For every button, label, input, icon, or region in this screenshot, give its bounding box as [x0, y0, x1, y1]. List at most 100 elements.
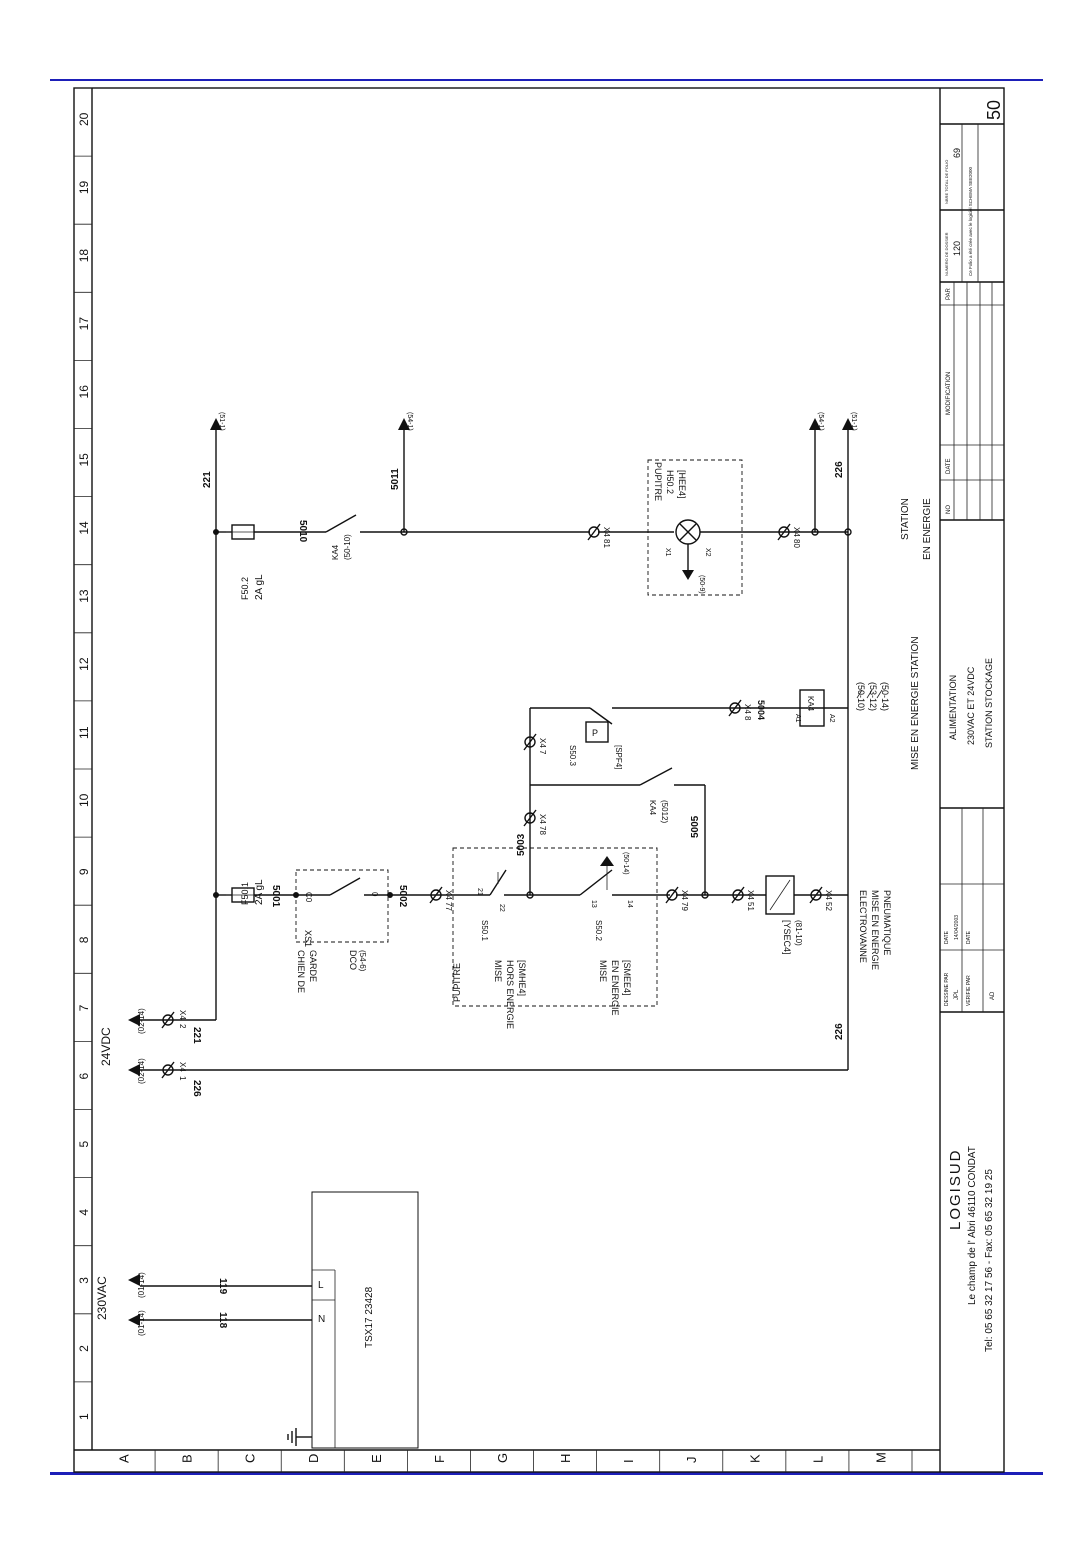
- terminal-x4-78: [523, 809, 537, 827]
- label-5001: 5001: [270, 885, 281, 908]
- terminal-x4-80: [777, 523, 791, 541]
- term-52: 52: [824, 902, 833, 911]
- tb-dessine: DESSINE PAR: [944, 972, 950, 1006]
- arrow-dc-221: [128, 1014, 140, 1026]
- col-number: 4: [77, 1209, 91, 1216]
- arrow-5011-ref: (54-1): [406, 412, 413, 431]
- term-x4-7a: X4: [538, 738, 547, 748]
- ka4a-ref: (5012): [660, 800, 669, 823]
- xs1-0: 0: [370, 892, 379, 897]
- tb-date3: DATE: [946, 458, 952, 474]
- s501-21: 21: [476, 888, 483, 896]
- ka4-a1: A1: [794, 714, 801, 723]
- lamp-arrow: [682, 570, 694, 580]
- tb-nbre-label: NBRE TOTAL DE FOLIO: [944, 160, 949, 204]
- term-51: 51: [746, 902, 755, 911]
- row-letter: I: [621, 1459, 636, 1463]
- plc-l: L: [318, 1280, 324, 1291]
- electro-3: PNEUMATIQUE: [882, 890, 892, 955]
- ref-0114a: (01-14): [137, 1272, 146, 1298]
- tb-company: LOGISUD: [947, 1148, 964, 1230]
- s502-13: 13: [590, 900, 597, 908]
- tb-date2: DATE: [966, 930, 972, 944]
- xs1-box: [295, 869, 389, 943]
- h502-label: H50.2: [665, 470, 675, 494]
- label-226c: 226: [834, 461, 845, 478]
- f501-rating: 2A gL: [254, 879, 265, 905]
- tb-grid-designer: [940, 808, 1004, 1012]
- tb-numero-val: 120: [952, 241, 962, 256]
- tb-modification: MODIFICATION: [946, 372, 952, 415]
- ka4-seal-contact: [639, 767, 673, 786]
- ysec-ref: (81-10): [794, 920, 803, 946]
- s501-label: S50.1: [480, 920, 489, 941]
- tb-numero-label: NUMERO DE DOSSIER: [944, 232, 949, 276]
- arrow-dc-226: [128, 1064, 140, 1076]
- tb-title-2: 230VAC ET 24VDC: [966, 666, 976, 745]
- ka4-contact-refs: [856, 689, 883, 699]
- terminal-x4-8: [728, 699, 742, 717]
- en-1: MISE: [598, 960, 608, 982]
- garde-label: GARDE: [308, 950, 318, 982]
- ysec-label: [YSEC4]: [782, 920, 792, 955]
- col-number: 11: [77, 726, 91, 739]
- label-226b: 226: [834, 1023, 845, 1040]
- tb-par: PAR: [946, 287, 952, 300]
- term-8: 8: [743, 716, 752, 721]
- label-119: 119: [217, 1278, 228, 1295]
- pupitre-box: [452, 847, 658, 1007]
- label-5010: 5010: [297, 520, 308, 543]
- dco-label: DCO: [348, 950, 358, 970]
- terminal-x4-51: [731, 886, 745, 904]
- s503-label: S50.3: [568, 745, 577, 766]
- supply-ac: 230VAC: [95, 1276, 109, 1320]
- term-1: 1: [178, 1076, 187, 1081]
- arrow-5011: [398, 418, 410, 430]
- pupitre-label: PUPITRE: [452, 963, 462, 1002]
- row-letter: B: [180, 1454, 195, 1463]
- ref-0114b: (01-14): [137, 1310, 146, 1336]
- ka4b-label: KA4: [331, 544, 340, 560]
- row-letter: E: [369, 1454, 384, 1463]
- plc-n: N: [318, 1314, 325, 1325]
- s501-22: 22: [498, 904, 505, 912]
- xs1-label: XS1: [303, 930, 313, 947]
- col-number: 2: [77, 1345, 91, 1352]
- ref-0214a: (02-14): [137, 1008, 146, 1034]
- terminal-x4-52: [809, 886, 823, 904]
- en-2: EN ENERGIE: [610, 960, 620, 1016]
- tb-date: DATE: [944, 930, 950, 944]
- pupitre2-box: [647, 459, 743, 596]
- f502-rating: 2A gL: [254, 574, 265, 600]
- arrow-226b: [842, 418, 854, 430]
- tb-no: NO: [946, 505, 952, 514]
- ka4-coil-label: KA4: [806, 696, 815, 712]
- ka4b-contact: [325, 514, 357, 533]
- term-2: 2: [178, 1024, 187, 1029]
- row-letter: L: [810, 1456, 825, 1463]
- h502-ref: [HEE4]: [677, 470, 687, 499]
- col-number: 3: [77, 1277, 91, 1284]
- ref-0214b: (02-14): [137, 1058, 146, 1084]
- s503-p: P: [592, 728, 598, 738]
- lamp-h502: [675, 519, 701, 545]
- ka4a-label: KA4: [648, 800, 657, 816]
- term-79: 79: [680, 902, 689, 911]
- row-letter: H: [558, 1454, 573, 1463]
- station-1: STATION: [900, 498, 911, 540]
- row-letter: G: [495, 1453, 510, 1463]
- arrow-226a-ref: (54-1): [817, 412, 824, 431]
- term-78: 78: [538, 826, 547, 835]
- mise-station: MISE EN ENERGIE STATION: [910, 636, 921, 770]
- tb-folio: 50: [984, 100, 1004, 120]
- terminal-x4-7: [523, 733, 537, 751]
- row-letter: K: [747, 1454, 762, 1463]
- label-5002: 5002: [397, 885, 408, 908]
- tb-phone: Tel: 05 65 32 17 56 - Fax: 05 65 32 19 2…: [984, 1169, 995, 1352]
- col-number: 5: [77, 1141, 91, 1148]
- pupitre2-label: PUPITRE: [653, 462, 663, 501]
- col-number: 16: [77, 385, 91, 399]
